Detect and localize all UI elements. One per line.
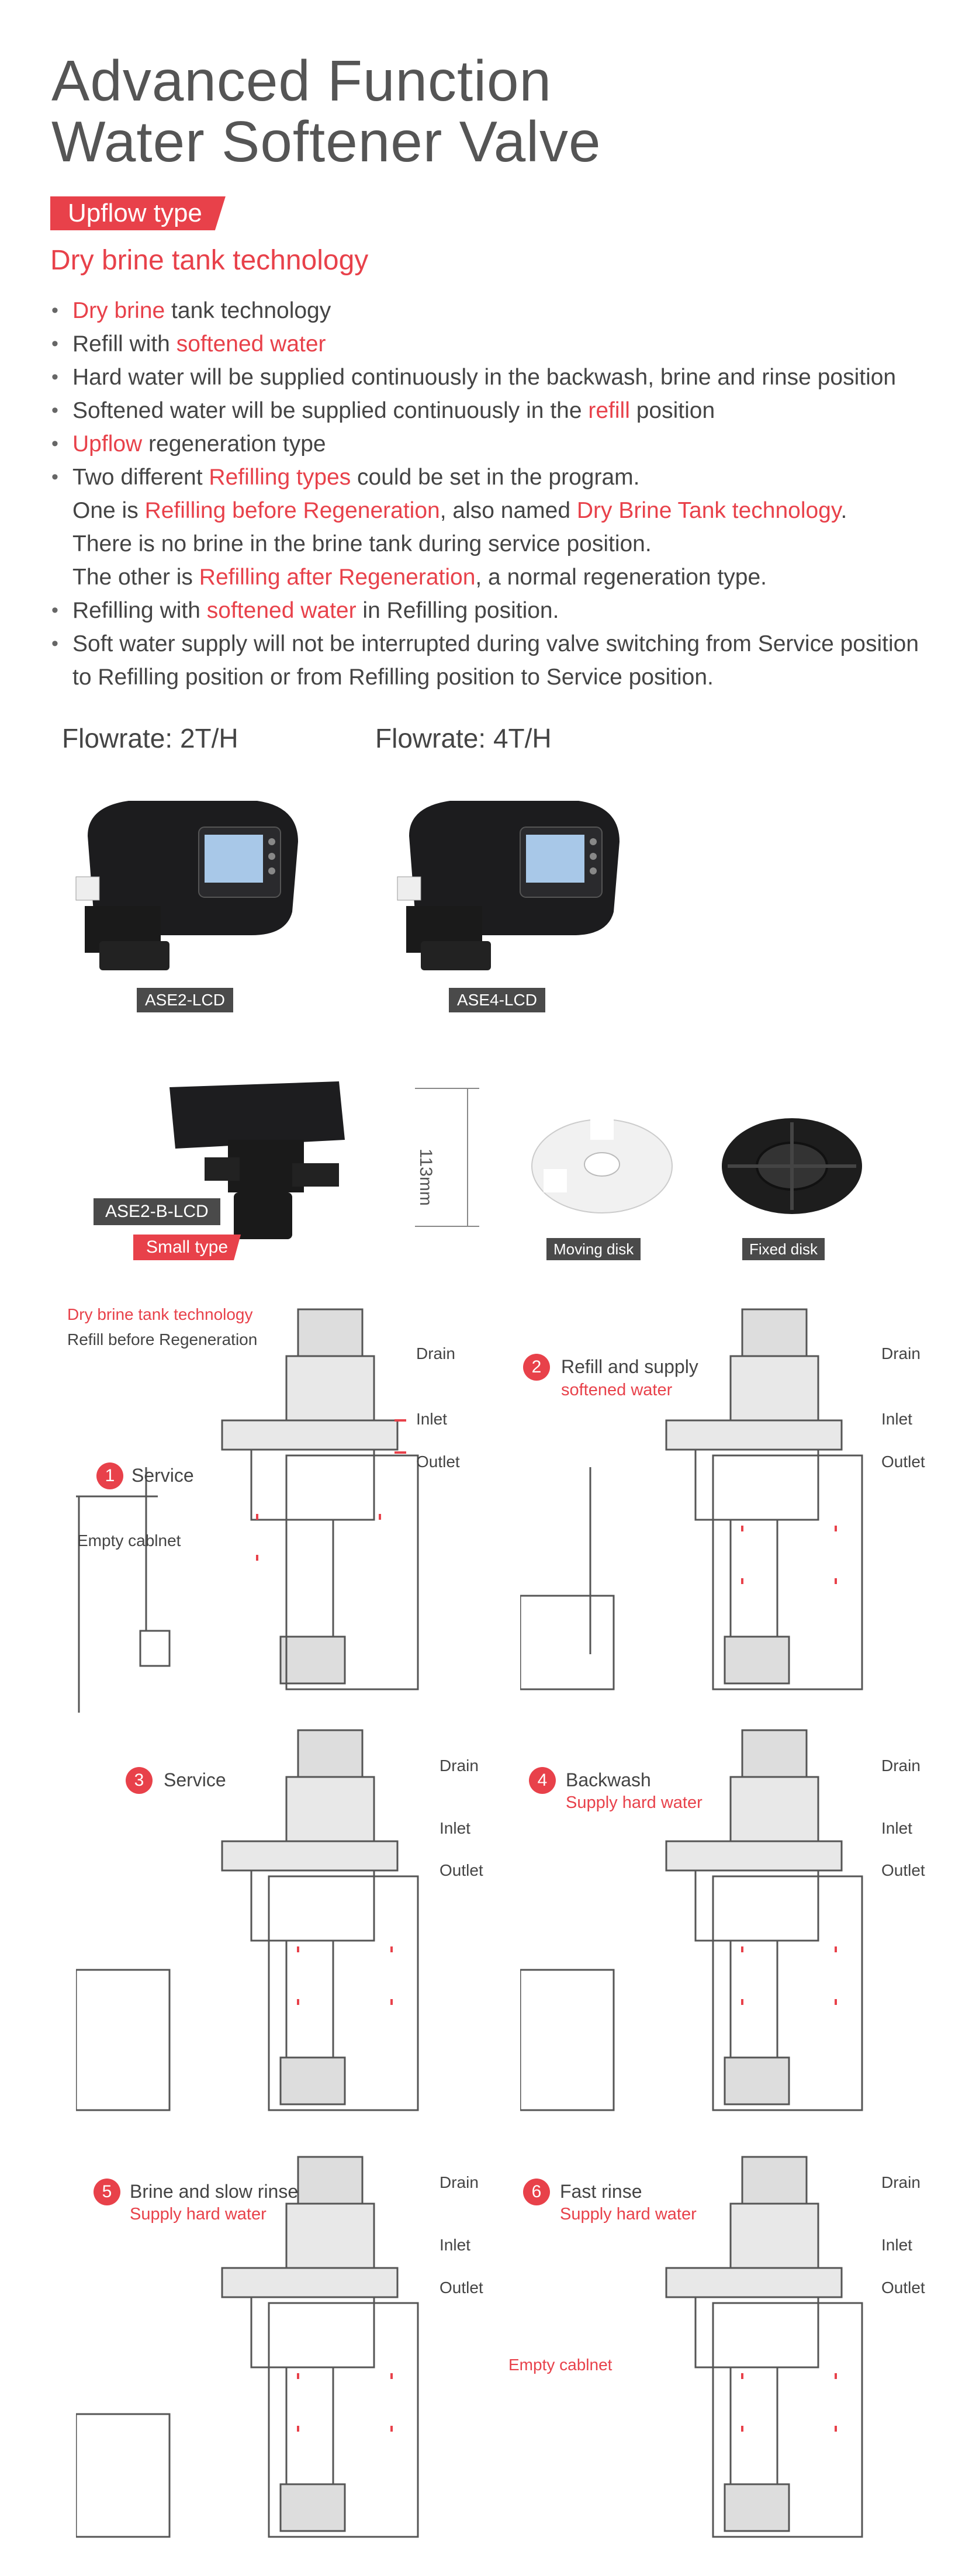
step-number-badge: 3 [126,1767,153,1794]
outlet-label: Outlet [881,2278,925,2297]
model-label-ase4-lcd: ASE4-LCD [449,988,545,1012]
outlet-label: Outlet [416,1453,460,1471]
inlet-label: Inlet [881,1819,912,1837]
outlet-label: Outlet [440,2278,483,2297]
dimension-bracket [415,1088,479,1227]
drain-label: Drain [416,1344,455,1363]
flowrate-label-2: Flowrate: 4T/H [375,723,552,753]
flowrate-label-1: Flowrate: 2T/H [62,723,238,753]
model-label-ase2-lcd: ASE2-LCD [137,988,233,1012]
list-item: Refilling with softened water in Refilli… [51,594,946,627]
dimension-label: 113mm [416,1149,435,1206]
diagram-intro-red: Dry brine tank technology [67,1305,253,1323]
list-item: Hard water will be supplied continuously… [51,361,946,394]
fixed-disk-image [722,1118,862,1214]
list-item: Refill with softened water [51,327,946,361]
diagram-fast-rinse [665,2156,863,2538]
step-sub-label: softened water [561,1381,673,1399]
moving-disk-image [531,1116,673,1213]
list-item: Upflow regeneration type [51,427,946,461]
diagram-service-3 [76,1729,419,2111]
inlet-label: Inlet [416,1410,447,1428]
diagram-backwash [520,1729,863,2111]
outlet-label: Outlet [881,1861,925,1879]
small-type-tag: Small type [133,1235,241,1260]
fixed-disk-label: Fixed disk [742,1238,825,1260]
list-item-continuation: The other is Refilling after Regeneratio… [72,565,767,590]
step-number-badge: 2 [523,1354,550,1381]
list-item-continuation: There is no brine in the brine tank duri… [72,531,652,556]
inlet-label: Inlet [440,1819,470,1837]
step-label: Service [132,1465,194,1486]
model-label-ase2-b-lcd: ASE2-B-LCD [94,1198,220,1225]
valve-ase2-b-lcd-image [169,1081,345,1239]
drain-label: Drain [440,2173,479,2191]
step-number-badge: 1 [96,1462,123,1489]
list-item: Softened water will be supplied continuo… [51,394,946,427]
diagram-intro-black: Refill before Regeneration [67,1330,258,1348]
step-label: Fast rinse [560,2181,642,2202]
step-sub-label: Supply hard water [130,2205,267,2224]
list-item: Two different Refilling types could be s… [51,461,946,494]
step-number-badge: 4 [529,1767,556,1794]
step-sub-label: Supply hard water [566,1793,703,1812]
drain-label: Drain [881,1756,921,1775]
step-label: Backwash [566,1769,651,1790]
drain-label: Drain [881,1344,921,1363]
step-label: Brine and slow rinse [130,2181,299,2202]
inlet-label: Inlet [440,2236,470,2254]
subheading: Dry brine tank technology [50,245,369,276]
drain-label: Drain [881,2173,921,2191]
inlet-label: Inlet [881,2236,912,2254]
step-number-badge: 5 [94,2179,120,2205]
moving-disk-label: Moving disk [546,1238,641,1260]
step-label: Service [164,1769,226,1790]
valve-ase4-lcd-image [397,801,620,970]
feature-list: Dry brine tank technology Refill with so… [51,294,946,694]
diagram-refill [520,1308,863,1690]
outlet-label: Outlet [440,1861,483,1879]
diagram-service-1 [76,1308,419,1713]
upflow-type-tag: Upflow type [50,196,226,230]
valve-asе2-lcd-image [75,801,298,970]
step-sub-label: Supply hard water [560,2205,697,2224]
list-item: Dry brine tank technology [51,294,946,327]
outlet-label: Outlet [881,1453,925,1471]
drain-label: Drain [440,1756,479,1775]
step-label: Refill and supply [561,1356,698,1377]
empty-cabinet-label: Empty cablnet [77,1531,181,1550]
list-item-continuation: One is Refilling before Regeneration, al… [72,498,847,523]
list-item-continuation: to Refilling position or from Refilling … [72,665,714,690]
empty-cabinet-label: Empty cablnet [508,2356,613,2374]
page-title: Advanced Function Water Softener Valve [51,49,601,174]
inlet-label: Inlet [881,1410,912,1428]
list-item: Soft water supply will not be interrupte… [51,627,946,661]
step-number-badge: 6 [523,2179,550,2205]
diagram-brine-slow-rinse [76,2156,419,2538]
